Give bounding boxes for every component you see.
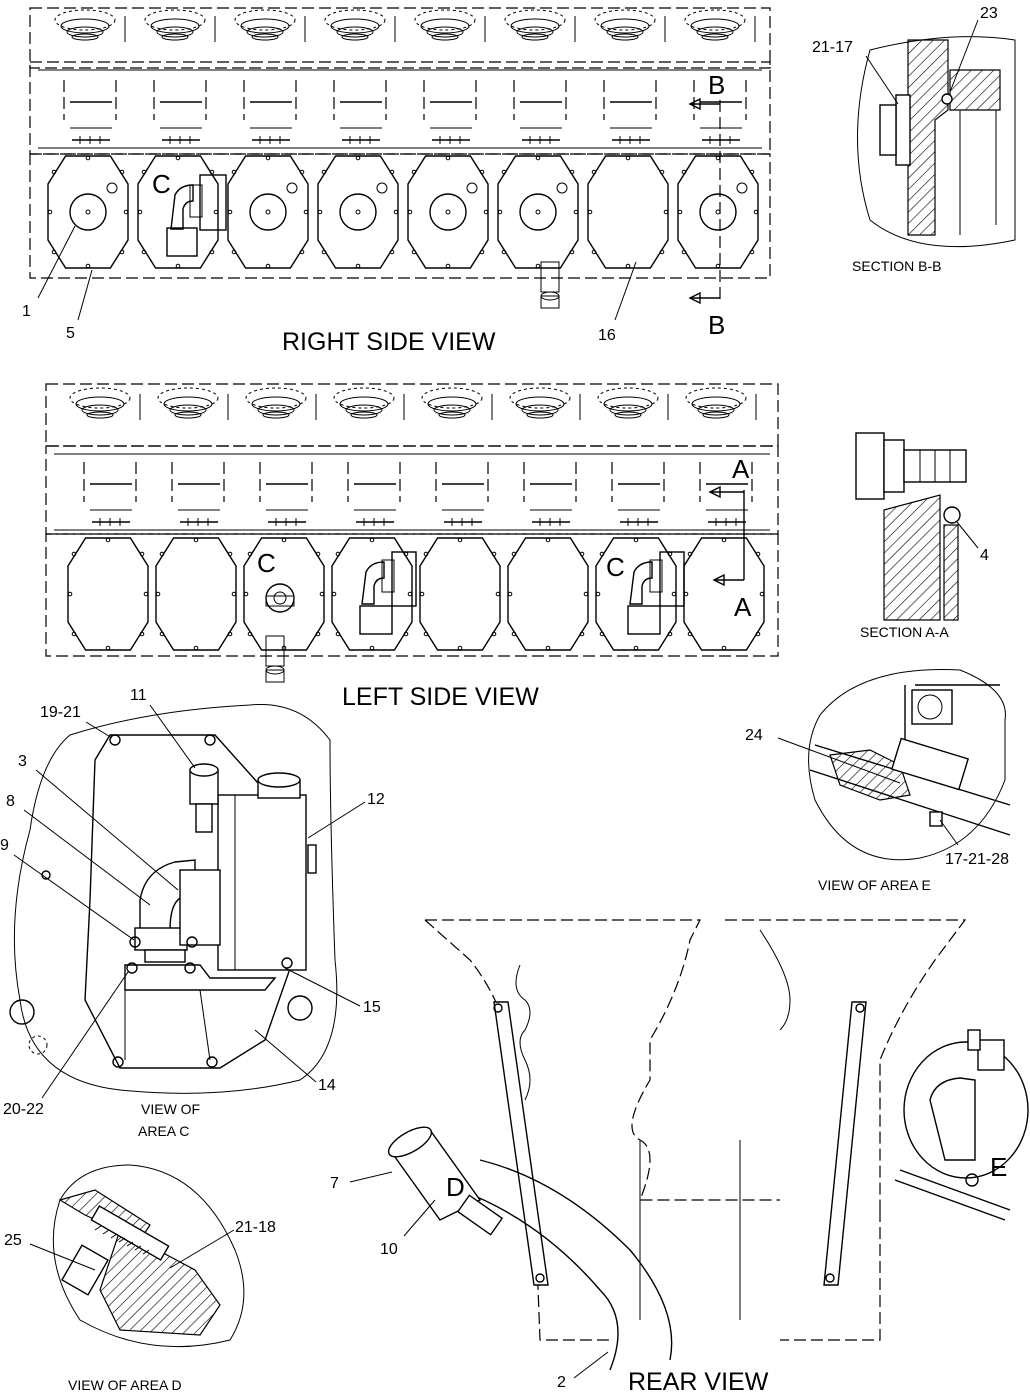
left-sensor — [265, 583, 295, 613]
callout-21-17: 21-17 — [812, 39, 853, 56]
callout-25: 25 — [4, 1232, 22, 1249]
rear-right-valve — [894, 1029, 1029, 1221]
view-of-area-d: 25 21-18 VIEW OF AREA D — [4, 1164, 276, 1393]
left-side-view: A A C C LEFT SIDE VIEW — [45, 383, 779, 711]
callout-9: 9 — [0, 837, 9, 854]
callout-8: 8 — [6, 793, 15, 810]
rear-view: D E 7 10 2 REAR VIEW — [330, 919, 1029, 1396]
callout-21-18: 21-18 — [235, 1219, 276, 1236]
left-head-row — [69, 387, 757, 420]
area-marker-c-left-2: C — [606, 552, 625, 582]
rear-view-title: REAR VIEW — [628, 1368, 769, 1396]
callout-2: 2 — [557, 1374, 566, 1391]
left-valve-assembly-2 — [627, 551, 685, 635]
callout-19-21: 19-21 — [40, 704, 81, 721]
left-block-row — [83, 462, 753, 526]
right-side-view-title: RIGHT SIDE VIEW — [282, 328, 496, 356]
callout-7: 7 — [330, 1175, 339, 1192]
callout-16: 16 — [598, 327, 616, 344]
callout-23: 23 — [980, 5, 998, 22]
callout-11: 11 — [130, 687, 147, 704]
view-of-area-e: 24 17-21-28 VIEW OF AREA E — [745, 669, 1011, 893]
section-bb-title: SECTION B-B — [852, 258, 941, 274]
view-of-area-c: 19-21 11 3 8 9 12 15 14 20-22 VIEW OF AR… — [0, 687, 385, 1139]
area-c-caption-line2: AREA C — [138, 1123, 189, 1139]
section-marker-b-top: B — [708, 70, 725, 100]
section-aa: 4 SECTION A-A — [855, 432, 989, 640]
section-marker-a-top: A — [732, 454, 750, 484]
callout-4: 4 — [980, 547, 989, 564]
right-block-row — [63, 80, 747, 144]
right-head-row — [54, 9, 756, 42]
section-bb: 21-17 23 SECTION B-B — [812, 5, 1016, 274]
section-aa-title: SECTION A-A — [860, 624, 949, 640]
callout-20-22: 20-22 — [3, 1101, 44, 1118]
rear-left-valve — [387, 1126, 504, 1236]
callout-12: 12 — [367, 791, 385, 808]
callout-15: 15 — [363, 999, 381, 1016]
callout-3: 3 — [18, 753, 27, 770]
area-marker-c-left-1: C — [257, 548, 276, 578]
right-valve-assembly — [166, 174, 227, 257]
callout-14: 14 — [318, 1077, 336, 1094]
area-c-caption-line1: VIEW OF — [141, 1101, 200, 1117]
area-marker-c-right: C — [152, 169, 171, 199]
right-side-view: B B C 1 5 16 RIGHT SIDE VIEW — [22, 7, 771, 356]
callout-10: 10 — [380, 1241, 398, 1258]
section-marker-a-bottom: A — [734, 592, 752, 622]
callout-17-21-28: 17-21-28 — [945, 851, 1009, 868]
area-d-caption: VIEW OF AREA D — [68, 1377, 182, 1393]
section-marker-b-bottom: B — [708, 310, 725, 340]
area-marker-e: E — [990, 1152, 1007, 1182]
callout-5: 5 — [66, 325, 75, 342]
right-cover-row — [47, 155, 759, 269]
area-marker-d: D — [446, 1172, 465, 1202]
left-valve-assembly-1 — [359, 551, 417, 635]
left-side-view-title: LEFT SIDE VIEW — [342, 683, 539, 711]
area-e-caption: VIEW OF AREA E — [818, 877, 931, 893]
callout-1: 1 — [22, 303, 31, 320]
callout-24: 24 — [745, 727, 763, 744]
